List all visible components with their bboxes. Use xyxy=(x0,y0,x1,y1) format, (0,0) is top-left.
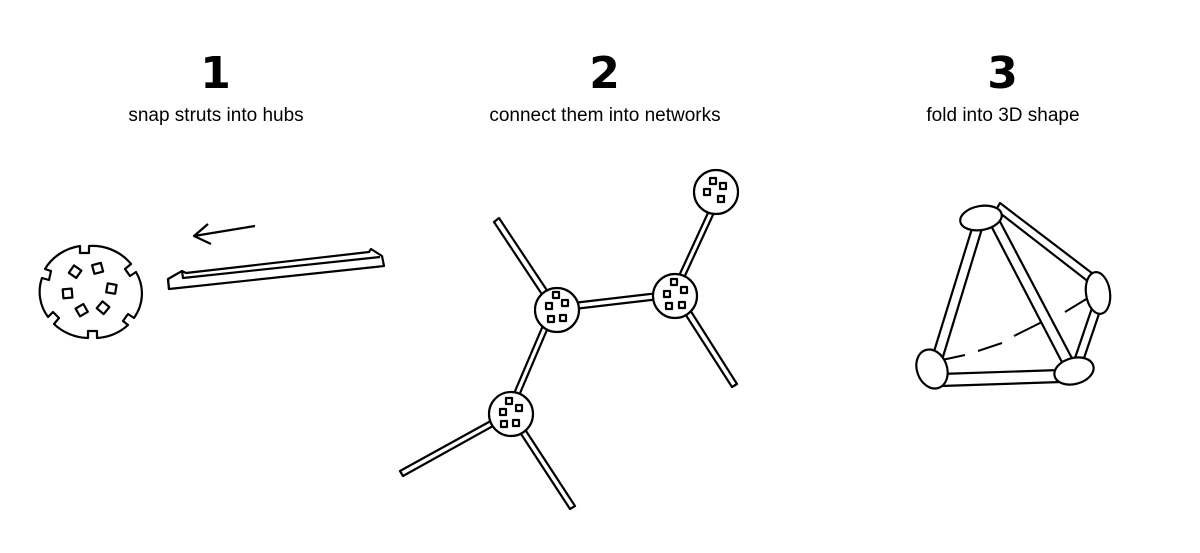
hub-icon xyxy=(959,204,1003,232)
step-3-caption: fold into 3D shape xyxy=(926,105,1080,126)
step-3-number: 3 xyxy=(987,48,1019,99)
step-3-illustration xyxy=(915,201,1112,390)
step-3-header: 3 fold into 3D shape xyxy=(803,48,1200,128)
step-2-caption: connect them into networks xyxy=(489,105,721,126)
step-1-header: 1 snap struts into hubs xyxy=(16,48,416,128)
left-arrow-icon xyxy=(192,223,256,245)
hub-icon xyxy=(487,390,535,438)
step-1-caption: snap struts into hubs xyxy=(128,105,304,126)
hub-icon xyxy=(915,348,949,390)
strut xyxy=(938,368,1063,388)
step-2-number: 2 xyxy=(589,48,621,99)
hub-icon xyxy=(1084,271,1112,315)
step-1-illustration xyxy=(38,223,386,340)
strut xyxy=(930,220,986,362)
strut-icon xyxy=(166,247,386,291)
step-1-number: 1 xyxy=(200,48,232,99)
step-2-illustration xyxy=(398,168,740,511)
hub-icon xyxy=(1053,356,1095,386)
step-2-header: 2 connect them into networks xyxy=(405,48,805,128)
hub-icon xyxy=(692,168,740,216)
hub-icon xyxy=(651,272,699,320)
hub-icon xyxy=(38,244,143,340)
hub-icon xyxy=(533,286,581,334)
